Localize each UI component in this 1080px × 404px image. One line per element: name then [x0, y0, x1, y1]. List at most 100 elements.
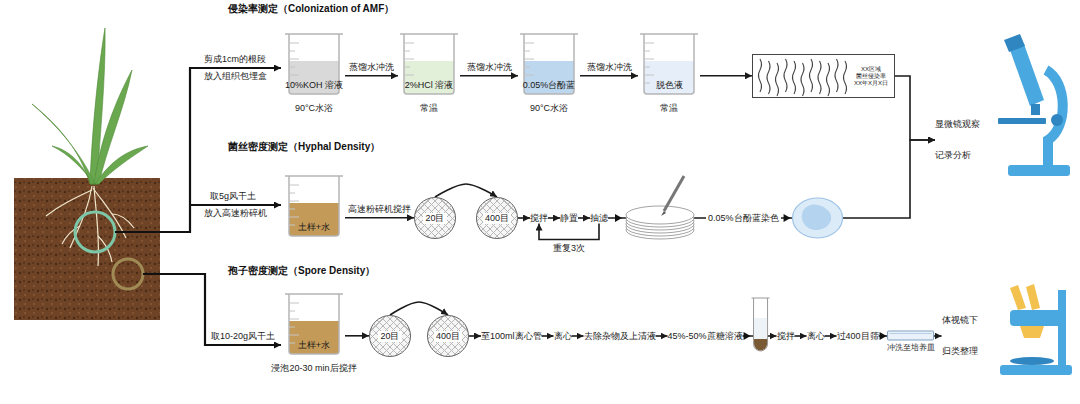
- filter-paper-stack: [664, 176, 684, 211]
- reagent-label: 土样+水: [284, 340, 344, 350]
- step-note: 放入组织包埋盒: [204, 71, 267, 82]
- flow-arrow: [390, 302, 448, 315]
- edge-label: 高速粉碎机搅拌: [347, 204, 412, 215]
- condition-label: 90°C水浴: [530, 103, 568, 114]
- reagent-label: 2%HCl 溶液: [399, 80, 459, 90]
- root-segments: [835, 59, 838, 92]
- stereo-microscope: [1020, 326, 1044, 338]
- sieve-circle: 20目: [369, 315, 411, 357]
- sieve-label: 400目: [483, 213, 511, 224]
- flow-arrow: [548, 217, 560, 219]
- flow-arrow: [895, 76, 935, 140]
- beaker-outline: [289, 201, 299, 202]
- flow-arrow: [580, 75, 638, 77]
- sieve-circle: 400目: [427, 315, 469, 357]
- beaker-outline: [644, 67, 650, 68]
- stereo-microscope: [1026, 284, 1040, 310]
- root-segments: [801, 63, 804, 96]
- flow-arrow: [345, 217, 414, 219]
- beaker-outline: [289, 185, 299, 186]
- flow-arrow: [656, 335, 668, 337]
- step-label: 静置: [560, 213, 578, 224]
- beaker-outline: [404, 59, 414, 60]
- plant-in-soil: [14, 178, 160, 320]
- step-text: 搅拌: [530, 213, 548, 224]
- step-label: 至100ml离心管: [481, 331, 542, 342]
- plant-in-soil: [32, 104, 95, 184]
- root-segments: [784, 59, 787, 92]
- filter-paper-stack: [615, 214, 622, 222]
- plant-in-soil: [113, 259, 143, 289]
- petri-dish: [784, 214, 791, 222]
- microscope: [1004, 34, 1025, 52]
- plant-in-soil: [52, 146, 94, 184]
- culture-dish: [888, 331, 934, 340]
- culture-dish: [880, 331, 934, 340]
- flow-arrow: [460, 75, 518, 77]
- beaker-outline: [289, 209, 295, 210]
- centrifuge-tube: [754, 339, 767, 351]
- centrifuge-tube: [754, 298, 768, 351]
- reagent-label: 土样+水: [284, 222, 344, 232]
- beaker-outline: [524, 43, 534, 44]
- beaker-outline: [404, 67, 410, 68]
- root-segments: [810, 59, 813, 92]
- reagent-label: 0.05%台酚蓝: [519, 80, 579, 90]
- beaker-outline: [644, 83, 650, 84]
- sampling-lines: [115, 68, 281, 345]
- slide-label: XX区域 菌丝侵染率 XX年X月X日: [851, 66, 891, 87]
- beaker: 10%KOH 溶液90°C水浴: [283, 31, 345, 95]
- beaker-outline: [400, 34, 458, 94]
- stereo-microscope: [1000, 365, 1072, 375]
- step-note: 放入高速粉碎机: [204, 208, 267, 219]
- centrifuge-tube: [744, 332, 751, 340]
- beaker-outline: [289, 59, 299, 60]
- step-label: 搅拌: [530, 213, 548, 224]
- beaker-outline: [524, 75, 534, 76]
- step-text: 离心: [807, 331, 825, 342]
- beaker-outline: [644, 59, 654, 60]
- plant-in-soil: [75, 212, 115, 252]
- beaker-outline: [520, 34, 578, 94]
- centrifuge-tube: [744, 298, 770, 351]
- step-text: 静置: [560, 213, 578, 224]
- beaker-outline: [404, 51, 410, 52]
- reagent-label: 脱色液: [639, 80, 699, 90]
- section-title: 孢子密度测定（Spore Density）: [228, 265, 375, 277]
- sieve-circle: 400目: [476, 197, 518, 239]
- beaker-outline: [285, 176, 343, 236]
- sampling-lines: [190, 204, 281, 206]
- flow-arrow: [518, 217, 530, 219]
- beaker-outline: [644, 43, 654, 44]
- beaker-outline: [289, 303, 299, 304]
- condition-label: 常温: [420, 103, 438, 114]
- beaker-outline: [289, 51, 295, 52]
- step-text: 过400目筛: [837, 331, 879, 342]
- flow-arrow: [539, 224, 599, 240]
- stereo-microscope: [1010, 310, 1064, 326]
- beaker-outline: [524, 67, 530, 68]
- flow-arrow: [572, 335, 584, 337]
- culture-dish: [890, 333, 932, 334]
- beaker-outline: [524, 51, 530, 52]
- centrifuge-tube: [754, 318, 767, 339]
- step-label: 抽滤: [590, 213, 608, 224]
- stereo-microscope: [1010, 285, 1026, 310]
- plant-in-soil: [14, 28, 160, 320]
- beaker: 0.05%台酚蓝90°C水浴: [518, 31, 580, 95]
- root-segments: [776, 63, 779, 96]
- beaker-outline: [524, 59, 534, 60]
- beaker-outline: [404, 75, 414, 76]
- plant-in-soil: [95, 146, 148, 184]
- step-label: 搅拌: [777, 331, 795, 342]
- edge-label: 蒸馏水冲洗: [466, 62, 513, 73]
- plant-in-soil: [32, 28, 148, 184]
- beaker-outline: [289, 311, 295, 312]
- step-label: 去除杂物及上清液: [584, 331, 656, 342]
- beaker-outline: [289, 319, 299, 320]
- petri-dish: [784, 198, 843, 238]
- beaker-outline: [289, 343, 295, 344]
- beaker-outline: [289, 75, 299, 76]
- action-label: 体视镜下: [942, 315, 978, 326]
- step-text: 抽滤: [590, 213, 608, 224]
